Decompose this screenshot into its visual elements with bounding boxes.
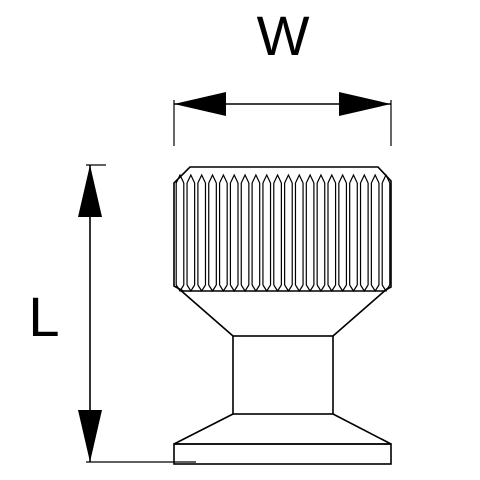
knurl-ridge-bottom <box>208 284 217 293</box>
knurled-head <box>173 166 392 293</box>
knurl-ridge-bottom <box>175 284 185 293</box>
length-dimension: L <box>28 164 196 463</box>
knurl-ridges <box>175 173 391 293</box>
length-arrow-bottom <box>78 410 102 462</box>
knurl-ridge-bottom <box>305 284 315 293</box>
width-arrow-left <box>174 92 226 116</box>
flange-rim <box>173 443 392 465</box>
knurl-ridge-top <box>197 173 207 184</box>
knurl-ridge-bottom <box>370 284 380 293</box>
flange-base <box>173 413 392 465</box>
knurl-ridge-top <box>273 173 282 184</box>
flange-taper <box>173 413 392 445</box>
knurl-ridge-bottom <box>327 284 337 293</box>
knurl-ridge-bottom <box>197 284 206 293</box>
knurl-ridge-bottom <box>349 284 358 293</box>
knurl-ridge-top <box>294 173 304 184</box>
knurl-ridge-top <box>240 173 250 184</box>
knurl-ridge-bottom <box>273 284 282 293</box>
knurl-ridge-bottom <box>186 284 196 293</box>
length-arrow-top <box>78 165 102 217</box>
knurl-ridge-top <box>305 173 315 184</box>
knurl-ridge-top <box>381 173 391 184</box>
knurl-ridge-bottom <box>240 284 250 293</box>
knurl-ridge-bottom <box>229 284 239 293</box>
knurl-ridge-top <box>359 173 369 184</box>
shank <box>232 335 334 415</box>
knurl-ridge-bottom <box>262 284 272 293</box>
knurl-ridge-top <box>327 173 337 184</box>
knurl-ridge-bottom <box>251 284 261 293</box>
knurl-ridge-top <box>219 173 228 184</box>
head-outline <box>173 166 392 292</box>
knurl-ridge-bottom <box>338 284 347 293</box>
length-label: L <box>28 285 59 348</box>
knurl-ridge-bottom <box>219 284 228 293</box>
knurl-ridge-top <box>316 173 326 184</box>
knurl-ridge-bottom <box>381 284 391 293</box>
knurl-ridge-bottom <box>316 284 326 293</box>
knurl-ridge-top <box>229 173 239 184</box>
knurl-ridge-bottom <box>294 284 304 293</box>
knurl-ridge-top <box>262 173 272 184</box>
knurl-ridge-top <box>208 173 217 184</box>
head-taper <box>177 287 389 337</box>
knurl-ridge-top <box>370 173 380 184</box>
width-label: W <box>257 4 310 67</box>
knurl-ridge-bottom <box>284 284 293 293</box>
width-arrow-right <box>339 92 391 116</box>
taper-left-line <box>177 287 234 337</box>
knurl-ridge-top <box>338 173 347 184</box>
knurl-ridge-top <box>186 173 196 184</box>
knurl-ridge-bottom <box>360 284 369 293</box>
knurl-ridge-top <box>284 173 293 184</box>
knurl-ridge-top <box>349 173 358 184</box>
knurl-ridge-top <box>175 173 185 184</box>
width-dimension: W <box>173 4 392 146</box>
knurl-ridge-top <box>251 173 261 184</box>
taper-right-line <box>332 287 389 337</box>
